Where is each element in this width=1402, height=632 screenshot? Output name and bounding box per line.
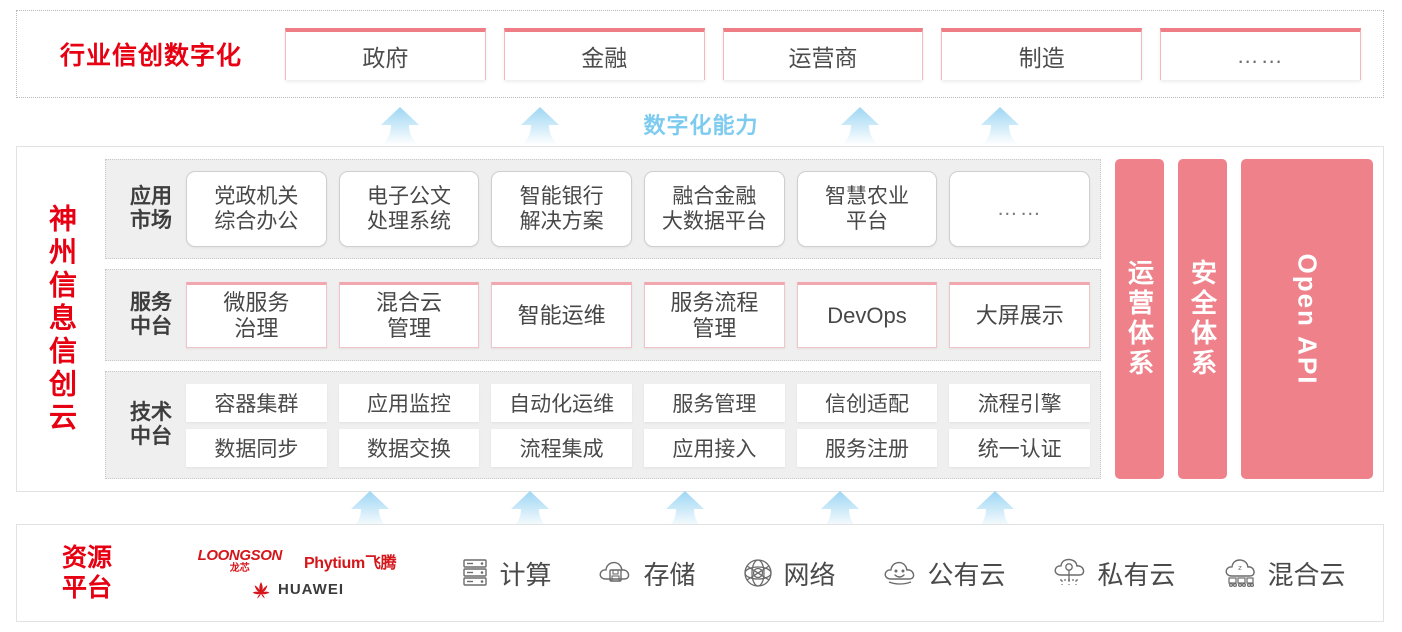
server-rack-icon: [463, 559, 488, 586]
technology-row-2: 数据同步 数据交换 流程集成 应用接入 服务注册 统一认证: [186, 428, 1091, 467]
service-platform-items: 微服务治理 混合云管理 智能运维 服务流程管理 DevOps 大屏展示: [186, 282, 1091, 348]
industry-box-manufacturing[interactable]: 制造: [941, 28, 1143, 80]
vendor-logos: LOONGSON 龙芯 Phytium飞腾 HUAWEI: [157, 548, 437, 599]
resource-item-storage-label: 存储: [643, 559, 696, 590]
logo-row-2: HUAWEI: [250, 581, 344, 599]
resource-item-hybrid-cloud[interactable]: z 混合云: [1222, 555, 1346, 592]
huawei-logo: HUAWEI: [250, 581, 344, 599]
card-service-process-management[interactable]: 服务流程管理: [644, 282, 785, 348]
resource-item-compute[interactable]: 计算: [460, 555, 552, 592]
card-process-engine[interactable]: 流程引擎: [949, 383, 1091, 422]
bar-operation-system-label: 运营体系: [1124, 259, 1155, 379]
public-cloud-icon: [885, 561, 915, 585]
resource-item-list: 计算 存储: [437, 555, 1383, 592]
resource-gap: [0, 490, 1402, 532]
card-container-cluster[interactable]: 容器集群: [186, 383, 327, 422]
resource-band: 资源 平台 LOONGSON 龙芯 Phytium飞腾 HUAWEI: [16, 524, 1384, 622]
bar-open-api-label: Open API: [1292, 252, 1323, 386]
up-arrow-icon: [663, 490, 707, 530]
hybrid-cloud-icon: z: [1226, 559, 1256, 588]
huawei-logo-text: HUAWEI: [278, 581, 344, 598]
up-arrow-icon: [518, 106, 562, 146]
row-service-platform: 服务 中台 微服务治理 混合云管理 智能运维 服务流程管理 DevOps 大屏展…: [105, 269, 1101, 361]
card-application-monitoring[interactable]: 应用监控: [338, 383, 480, 422]
card-application-more[interactable]: ……: [949, 171, 1091, 247]
cloud-band: 神州信息信创云 应用 市场 党政机关综合办公 电子公文处理系统 智能银行解决方案…: [16, 146, 1384, 492]
cloud-band-title-text: 神州信息信创云: [46, 203, 77, 435]
industry-box-telecom[interactable]: 运营商: [722, 28, 924, 80]
logo-row-1: LOONGSON 龙芯 Phytium飞腾: [198, 548, 397, 574]
private-cloud-icon: [1055, 558, 1085, 585]
up-arrow-icon: [838, 106, 882, 146]
cloud-rows: 应用 市场 党政机关综合办公 电子公文处理系统 智能银行解决方案 融合金融大数据…: [105, 159, 1101, 479]
industry-box-list: 政府 金融 运营商 制造 ……: [285, 28, 1383, 80]
card-intelligent-operation[interactable]: 智能运维: [491, 282, 633, 348]
card-data-sync[interactable]: 数据同步: [186, 428, 327, 467]
row-label-technology-platform: 技术 中台: [130, 400, 172, 448]
technology-platform-items: 容器集群 应用监控 自动化运维 服务管理 信创适配 流程引擎 数据同步 数据交换…: [186, 383, 1091, 467]
card-finance-bigdata-platform[interactable]: 融合金融大数据平台: [644, 171, 785, 247]
loongson-logo-en: LOONGSON: [197, 546, 283, 564]
up-arrow-icon: [978, 106, 1022, 146]
loongson-logo: LOONGSON 龙芯: [197, 546, 283, 574]
cloud-storage-icon: [600, 561, 630, 582]
up-arrow-icon: [348, 490, 392, 530]
resource-item-public-cloud-label: 公有云: [927, 559, 1006, 590]
capability-caption: 数字化能力: [643, 113, 759, 138]
technology-row-1: 容器集群 应用监控 自动化运维 服务管理 信创适配 流程引擎: [186, 383, 1091, 422]
resource-item-storage[interactable]: 存储: [598, 555, 696, 592]
bar-security-system-label: 安全体系: [1187, 259, 1218, 379]
card-service-registry[interactable]: 服务注册: [796, 428, 938, 467]
card-data-exchange[interactable]: 数据交换: [338, 428, 480, 467]
industry-box-more[interactable]: ……: [1160, 28, 1361, 80]
row-technology-platform: 技术 中台 容器集群 应用监控 自动化运维 服务管理 信创适配 流程引擎: [105, 371, 1101, 479]
cloud-side-bars: 运营体系 安全体系 Open API: [1101, 159, 1377, 479]
bar-open-api[interactable]: Open API: [1240, 159, 1373, 479]
industry-band: 行业信创数字化 政府 金融 运营商 制造 ……: [16, 10, 1384, 98]
up-arrow-icon: [508, 490, 552, 530]
resource-band-title: 资源 平台: [61, 543, 112, 603]
card-unified-authentication[interactable]: 统一认证: [949, 428, 1091, 467]
application-market-items: 党政机关综合办公 电子公文处理系统 智能银行解决方案 融合金融大数据平台 智慧农…: [186, 171, 1091, 247]
card-e-document-system[interactable]: 电子公文处理系统: [338, 171, 480, 247]
network-mesh-icon: [744, 559, 773, 587]
card-hybrid-cloud-management[interactable]: 混合云管理: [338, 282, 480, 348]
cloud-band-title: 神州信息信创云: [17, 147, 105, 491]
capability-gap: 数字化能力: [0, 100, 1402, 146]
card-xinchuang-adaptation[interactable]: 信创适配: [796, 383, 938, 422]
bar-operation-system[interactable]: 运营体系: [1115, 159, 1164, 479]
resource-item-private-cloud-label: 私有云: [1097, 559, 1176, 590]
up-arrow-icon: [818, 490, 862, 530]
card-devops[interactable]: DevOps: [796, 282, 938, 348]
card-service-management[interactable]: 服务管理: [644, 383, 785, 422]
industry-band-title: 行业信创数字化: [59, 42, 242, 70]
resource-item-private-cloud[interactable]: 私有云: [1052, 555, 1176, 592]
resource-item-compute-label: 计算: [499, 559, 552, 590]
cloud-band-content: 应用 市场 党政机关综合办公 电子公文处理系统 智能银行解决方案 融合金融大数据…: [105, 147, 1383, 491]
svg-text:z: z: [1239, 564, 1243, 572]
loongson-logo-cn: 龙芯: [229, 562, 250, 574]
card-government-office[interactable]: 党政机关综合办公: [186, 171, 327, 247]
card-application-access[interactable]: 应用接入: [644, 428, 785, 467]
row-label-application-market: 应用 市场: [130, 184, 172, 232]
industry-box-government[interactable]: 政府: [285, 28, 486, 80]
card-microservice-governance[interactable]: 微服务治理: [186, 282, 327, 348]
row-label-service-platform: 服务 中台: [130, 290, 172, 338]
card-smart-agriculture-platform[interactable]: 智慧农业平台: [796, 171, 938, 247]
resource-item-network[interactable]: 网络: [742, 555, 836, 592]
up-arrow-icon: [973, 490, 1017, 530]
resource-item-hybrid-cloud-label: 混合云: [1267, 559, 1346, 590]
huawei-flower-icon: [252, 581, 270, 598]
resource-item-network-label: 网络: [783, 559, 836, 590]
up-arrow-icon: [378, 106, 422, 146]
bar-security-system[interactable]: 安全体系: [1177, 159, 1227, 479]
card-smart-bank-solution[interactable]: 智能银行解决方案: [491, 171, 633, 247]
industry-box-finance[interactable]: 金融: [503, 28, 705, 80]
resource-item-public-cloud[interactable]: 公有云: [882, 555, 1006, 592]
card-process-integration[interactable]: 流程集成: [491, 428, 633, 467]
phytium-logo: Phytium飞腾: [303, 554, 397, 572]
card-large-screen-display[interactable]: 大屏展示: [949, 282, 1091, 348]
row-application-market: 应用 市场 党政机关综合办公 电子公文处理系统 智能银行解决方案 融合金融大数据…: [105, 159, 1101, 259]
card-automated-ops[interactable]: 自动化运维: [491, 383, 633, 422]
